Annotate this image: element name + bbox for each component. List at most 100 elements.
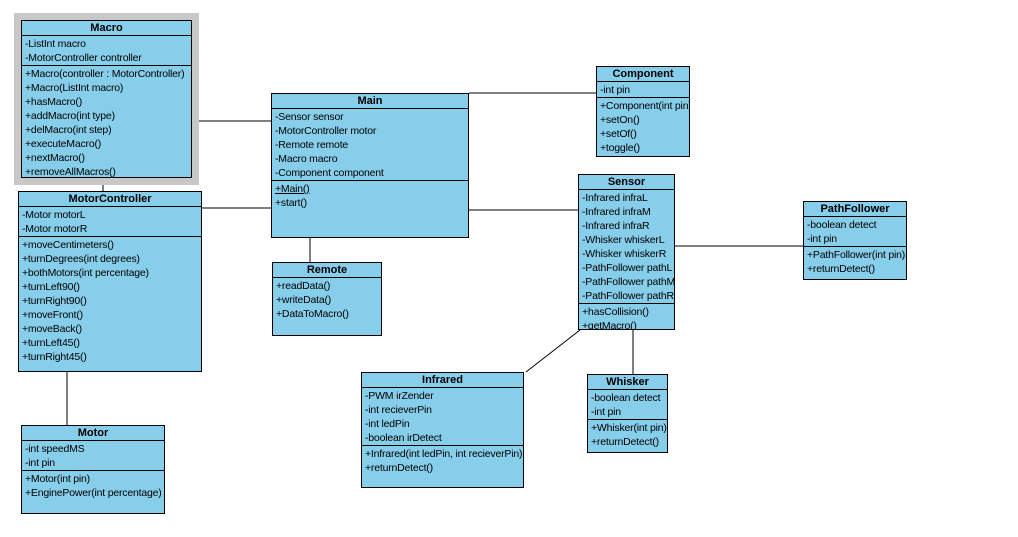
attribute-row: -boolean detect <box>591 392 661 404</box>
attribute-row: -Sensor sensor <box>275 111 344 123</box>
method-row: +delMacro(int step) <box>25 124 112 136</box>
attribute-row: -int ledPin <box>365 418 410 430</box>
class-motorcontroller[interactable]: MotorController-Motor motorL-Motor motor… <box>18 191 202 372</box>
attribute-row: -PathFollower pathL <box>582 262 673 274</box>
methods-compartment: +PathFollower(int pin) +returnDetect() <box>804 246 906 279</box>
class-main[interactable]: Main -Sensor sensor -MotorController motor… <box>271 93 469 238</box>
class-title-motorcontroller: MotorController <box>68 193 152 205</box>
attributes-compartment: -Motor motorL -Motor motorR <box>19 206 201 236</box>
attribute-row: -boolean detect <box>807 219 877 231</box>
method-row: +moveCentimeters() <box>22 239 114 251</box>
class-title-macro: Macro <box>90 22 123 34</box>
methods-compartment: +moveCentimeters() +turnDegrees(int degre… <box>19 236 201 371</box>
class-title-pathfollower: PathFollower <box>820 203 890 215</box>
methods-compartment: +Component(int pin)+setOn()+setOf()+togg… <box>597 97 689 156</box>
method-row: +turnDegrees(int degrees) <box>22 253 140 265</box>
method-row: +EnginePower(int percentage) <box>25 487 162 499</box>
method-row: +readData() <box>276 280 331 292</box>
method-row: +Motor(int pin) <box>25 473 90 485</box>
method-row: +moveBack() <box>22 323 82 335</box>
attributes-compartment: -Sensor sensor-MotorController motor-Rem… <box>272 108 468 180</box>
attribute-row: -Whisker whiskerR <box>582 248 667 260</box>
class-title-infrared: Infrared <box>422 374 463 386</box>
methods-compartment: +Whisker(int pin) +returnDetect() <box>588 419 667 452</box>
class-whisker[interactable]: Whisker-boolean detect-int pin+Whisker(i… <box>587 374 668 453</box>
attributes-compartment: -ListInt macro -MotorController controlle… <box>22 35 191 65</box>
method-row: +nextMacro() <box>25 152 85 164</box>
class-infrared[interactable]: Infrared -PWM irZender -int recieverPin -in… <box>361 372 524 488</box>
attribute-row: -int pin <box>25 457 55 469</box>
attribute-row: -int pin <box>591 406 621 418</box>
method-row: +Macro(controller : MotorController) <box>25 68 185 80</box>
method-row: +setOn() <box>600 114 640 126</box>
method-row: +Component(int pin) <box>600 100 689 112</box>
method-row: +hasCollision() <box>582 306 649 318</box>
class-motor[interactable]: Motor-int speedMS-int pin+Motor(int pin)… <box>21 425 165 514</box>
method-row: +turnRight45() <box>22 351 87 363</box>
class-component[interactable]: Component -int pin +Component(int pin) +set… <box>596 66 690 157</box>
method-row: +returnDetect() <box>365 462 433 474</box>
method-row: +DataToMacro() <box>276 308 349 320</box>
class-title-sensor: Sensor <box>607 176 646 188</box>
attribute-row: -Motor motorL <box>22 209 86 221</box>
method-row: +turnRight90() <box>22 295 87 307</box>
method-row: +Macro(ListInt macro) <box>25 82 124 94</box>
attribute-row: -int pin <box>600 84 630 96</box>
method-row: +returnDetect() <box>807 263 875 275</box>
attributes-compartment: -int speedMS -int pin <box>22 440 164 470</box>
attributes-compartment: -Infrared infraL-Infrared infraM-Infrare… <box>579 189 674 303</box>
attribute-row: -Component component <box>275 167 384 179</box>
methods-compartment: +Infrared(int ledPin, int recieverPin) +r… <box>362 445 523 487</box>
attribute-row: -PathFollower pathR <box>582 290 674 302</box>
connector-sensor-infrared[interactable] <box>525 329 581 373</box>
method-row: +executeMacro() <box>25 138 102 150</box>
method-row: +Infrared(int ledPin, int recieverPin) <box>365 448 523 460</box>
class-macro[interactable]: Macro -ListInt macro -MotorController cont… <box>14 13 199 185</box>
method-row: +Main() <box>275 183 310 195</box>
method-row: +toggle() <box>600 142 640 154</box>
class-title-motor: Motor <box>77 427 109 439</box>
methods-compartment: +Main() +start() <box>272 180 468 237</box>
class-title-component: Component <box>612 68 674 80</box>
method-row: +turnLeft45() <box>22 337 80 349</box>
class-title-main: Main <box>357 95 383 107</box>
methods-compartment: +hasCollision() +getMacro() <box>579 303 674 329</box>
method-row: +start() <box>275 197 307 209</box>
method-row: +getMacro() <box>582 320 637 329</box>
attribute-row: -Infrared infraR <box>582 220 650 232</box>
attribute-row: -Motor motorR <box>22 223 88 235</box>
method-row: +bothMotors(int percentage) <box>22 267 149 279</box>
method-row: +Whisker(int pin) <box>591 422 667 434</box>
attributes-compartment: -boolean detect -int pin <box>804 216 906 246</box>
attribute-row: -int pin <box>807 233 837 245</box>
class-sensor[interactable]: Sensor-Infrared infraL-Infrared infraM-I… <box>578 174 675 330</box>
class-title-remote: Remote <box>306 264 348 276</box>
attributes-compartment: -PWM irZender -int recieverPin -int ledPin… <box>362 387 523 445</box>
attribute-row: -MotorController motor <box>275 125 377 137</box>
class-pathfollower[interactable]: PathFollower-boolean detect-int pin+Path… <box>803 201 907 280</box>
method-row: +turnLeft90() <box>22 281 80 293</box>
attribute-row: -Infrared infraM <box>582 206 651 218</box>
attributes-compartment: -int pin <box>597 81 689 97</box>
method-row: +PathFollower(int pin) <box>807 249 906 261</box>
attribute-row: -Macro macro <box>275 153 338 165</box>
attribute-row: -PWM irZender <box>365 390 434 402</box>
methods-compartment: +Motor(int pin) +EnginePower(int percenta… <box>22 470 164 513</box>
attribute-row: -int recieverPin <box>365 404 432 416</box>
method-row: +removeAllMacros() <box>25 166 116 177</box>
method-row: +returnDetect() <box>591 436 659 448</box>
attribute-row: -int speedMS <box>25 443 85 455</box>
methods-compartment: +Macro(controller : MotorController) +Mac… <box>22 65 191 177</box>
attribute-row: -PathFollower pathM <box>582 276 674 288</box>
method-row: +hasMacro() <box>25 96 83 108</box>
methods-compartment: +readData() +writeData() +DataToMacro() <box>273 277 381 335</box>
class-remote[interactable]: Remote +readData() +writeData() +DataToMacr… <box>272 262 382 336</box>
attributes-compartment: -boolean detect -int pin <box>588 389 667 419</box>
attribute-row: -boolean irDetect <box>365 432 442 444</box>
attribute-row: -MotorController controller <box>25 52 142 64</box>
attribute-row: -Whisker whiskerL <box>582 234 665 246</box>
attribute-row: -ListInt macro <box>25 38 86 50</box>
method-row: +writeData() <box>276 294 332 306</box>
